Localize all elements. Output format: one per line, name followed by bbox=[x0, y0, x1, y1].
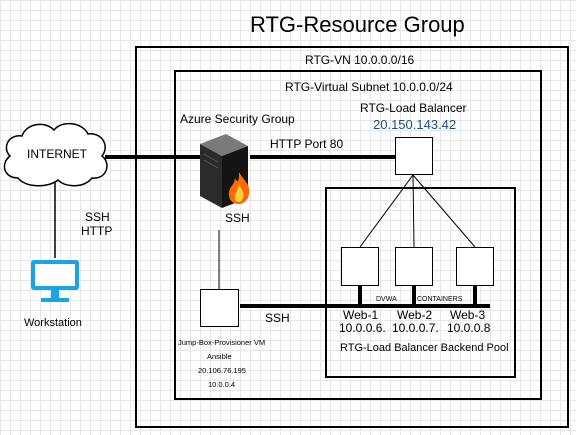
web2-server-node[interactable] bbox=[395, 247, 433, 286]
dvwa-label: DVWA bbox=[376, 296, 397, 303]
internet-ssh-label: SSH bbox=[85, 210, 110, 224]
web1-ip: 10.0.0.6. bbox=[339, 321, 386, 335]
web3-name: Web-3 bbox=[450, 308, 486, 322]
jumpbox-name: Jump-Box-Provisioner VM bbox=[178, 338, 266, 347]
load-balancer-label: RTG-Load Balancer bbox=[360, 101, 467, 115]
http-port-label: HTTP Port 80 bbox=[270, 137, 344, 151]
subnet-box bbox=[174, 70, 542, 400]
internet-http-label: HTTP bbox=[81, 224, 113, 238]
lb-to-web2-line bbox=[412, 174, 415, 248]
vnet-box bbox=[135, 46, 569, 428]
backend-pool-box bbox=[325, 187, 516, 378]
security-group-label: Azure Security Group bbox=[180, 112, 295, 126]
load-balancer-node[interactable] bbox=[395, 137, 433, 175]
containers-label: CONTAINERS bbox=[417, 296, 463, 303]
subnet-label: RTG-Virtual Subnet 10.0.0.0/24 bbox=[285, 80, 453, 94]
workstation-monitor-icon bbox=[31, 260, 79, 302]
internet-label: INTERNET bbox=[27, 147, 87, 161]
workstation-label: Workstation bbox=[24, 317, 82, 329]
web2-ip: 10.0.0.7. bbox=[392, 321, 439, 335]
security-group-ssh-label: SSH bbox=[225, 211, 250, 225]
lb-to-web3-line bbox=[412, 174, 476, 248]
backend-pool-label: RTG-Load Balancer Backend Pool bbox=[340, 342, 509, 354]
jumpbox-private-ip: 10.0.0.4 bbox=[208, 380, 236, 389]
jumpbox-software: Ansible bbox=[207, 352, 232, 361]
vnet-label: RTG-VN 10.0.0.0/16 bbox=[305, 53, 415, 67]
flame-icon bbox=[228, 172, 250, 204]
web3-server-node[interactable] bbox=[456, 247, 494, 286]
jumpbox-ssh-label: SSH bbox=[265, 311, 290, 325]
jumpbox-node[interactable] bbox=[200, 289, 239, 327]
lb-to-web1-line bbox=[359, 174, 414, 248]
load-balancer-ip: 20.150.143.42 bbox=[373, 117, 457, 132]
web1-name: Web-1 bbox=[343, 308, 379, 322]
page-title: RTG-Resource Group bbox=[250, 12, 465, 37]
web3-ip: 10.0.0.8 bbox=[447, 321, 491, 335]
jumpbox-public-ip: 20.106.76.195 bbox=[198, 366, 246, 375]
web1-server-node[interactable] bbox=[341, 247, 379, 286]
web2-name: Web-2 bbox=[397, 308, 433, 322]
internet-cloud-icon bbox=[3, 122, 108, 187]
